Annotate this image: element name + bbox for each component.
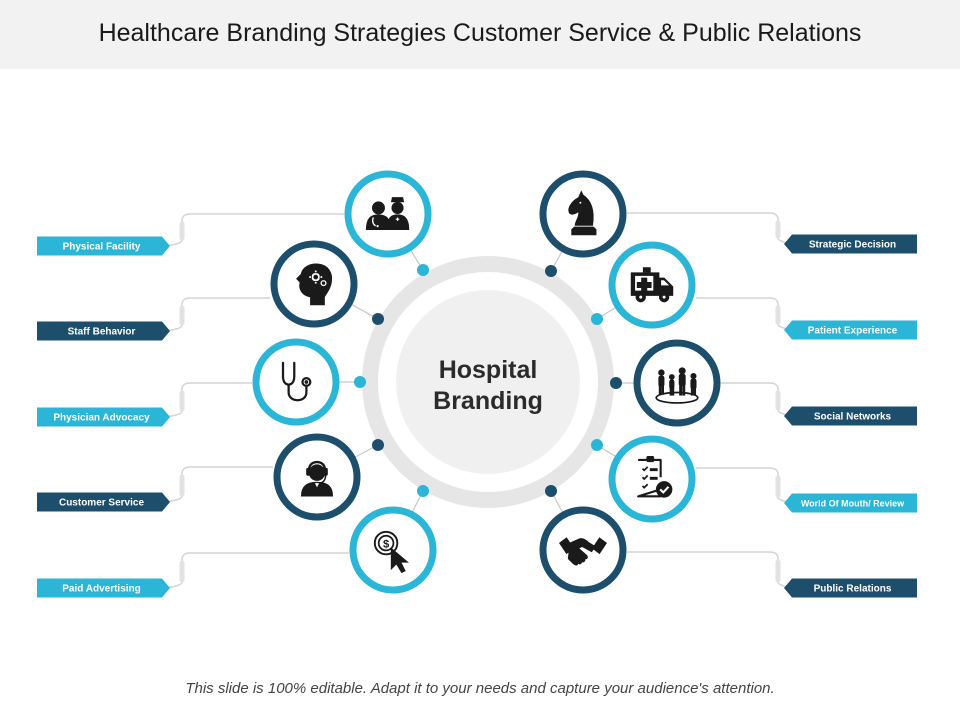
bracket-paid-advertising	[161, 552, 349, 589]
label-social-networks: Social Networks	[814, 412, 892, 423]
node-physical-facility	[344, 170, 432, 258]
ring-dot-world-of-mouth-review	[591, 439, 603, 451]
bracket-strategic-decision	[627, 212, 799, 245]
label-physician-advocacy: Physician Advocacy	[53, 413, 150, 424]
node-customer-service	[273, 433, 361, 521]
ring-dot-paid-advertising	[417, 485, 429, 497]
node-ring-physician-advocacy	[252, 338, 340, 426]
ring-dot-public-relations	[545, 485, 557, 497]
label-tag-physical-facility	[37, 236, 170, 256]
bracket-patient-experience	[696, 297, 799, 331]
slide-footer: This slide is 100% editable. Adapt it to…	[185, 680, 775, 697]
label-tag-strategic-decision	[784, 234, 917, 254]
node-world-of-mouth-review	[608, 435, 696, 523]
label-public-relations: Public Relations	[814, 584, 892, 595]
node-public-relations	[539, 506, 627, 594]
title-bar	[0, 0, 960, 69]
center-disc	[396, 290, 580, 474]
ring-dot-strategic-decision	[545, 265, 557, 277]
node-strategic-decision	[539, 170, 627, 258]
label-tag-paid-advertising	[37, 578, 170, 598]
label-tag-staff-behavior	[37, 321, 170, 341]
outer-ring	[362, 256, 614, 508]
node-ring-public-relations	[539, 506, 627, 594]
label-tag-public-relations	[784, 578, 917, 598]
bracket-physician-advocacy	[161, 382, 252, 418]
label-patient-experience: Patient Experience	[808, 326, 898, 337]
node-ring-social-networks	[633, 339, 721, 427]
center-rings: Hospital Branding	[362, 256, 614, 508]
ring-dot-physical-facility	[417, 264, 429, 276]
bracket-public-relations	[627, 551, 799, 589]
label-strategic-decision: Strategic Decision	[809, 240, 896, 251]
node-paid-advertising	[349, 506, 437, 594]
label-tag-customer-service	[37, 492, 170, 512]
label-customer-service: Customer Service	[59, 498, 144, 509]
bracket-social-networks	[721, 382, 799, 417]
ring-dot-physician-advocacy	[354, 376, 366, 388]
slide-title: Healthcare Branding Strategies Customer …	[98, 19, 862, 47]
ring-dot-customer-service	[372, 439, 384, 451]
node-social-networks	[633, 339, 721, 427]
label-tag-world-of-mouth-review	[784, 493, 917, 513]
center-title-line2: Branding	[433, 387, 543, 415]
ring-dot-staff-behavior	[372, 313, 384, 325]
node-layer	[252, 170, 721, 594]
ring-dot-patient-experience	[591, 313, 603, 325]
label-tag-patient-experience	[784, 320, 917, 340]
label-world-of-mouth-review: World Of Mouth/ Review	[801, 499, 905, 509]
node-physician-advocacy	[252, 338, 340, 426]
bracket-staff-behavior	[161, 297, 270, 332]
label-tag-physician-advocacy	[37, 407, 170, 427]
bracket-world-of-mouth-review	[696, 467, 799, 504]
bracket-customer-service	[161, 466, 273, 503]
label-paid-advertising: Paid Advertising	[62, 584, 141, 595]
node-staff-behavior	[270, 240, 358, 328]
ring-dot-social-networks	[610, 377, 622, 389]
node-ring-physical-facility	[344, 170, 432, 258]
label-tag-social-networks	[784, 406, 917, 426]
label-physical-facility: Physical Facility	[63, 242, 141, 253]
label-staff-behavior: Staff Behavior	[68, 327, 136, 338]
center-title-line1: Hospital	[439, 356, 538, 384]
node-patient-experience	[608, 241, 696, 329]
